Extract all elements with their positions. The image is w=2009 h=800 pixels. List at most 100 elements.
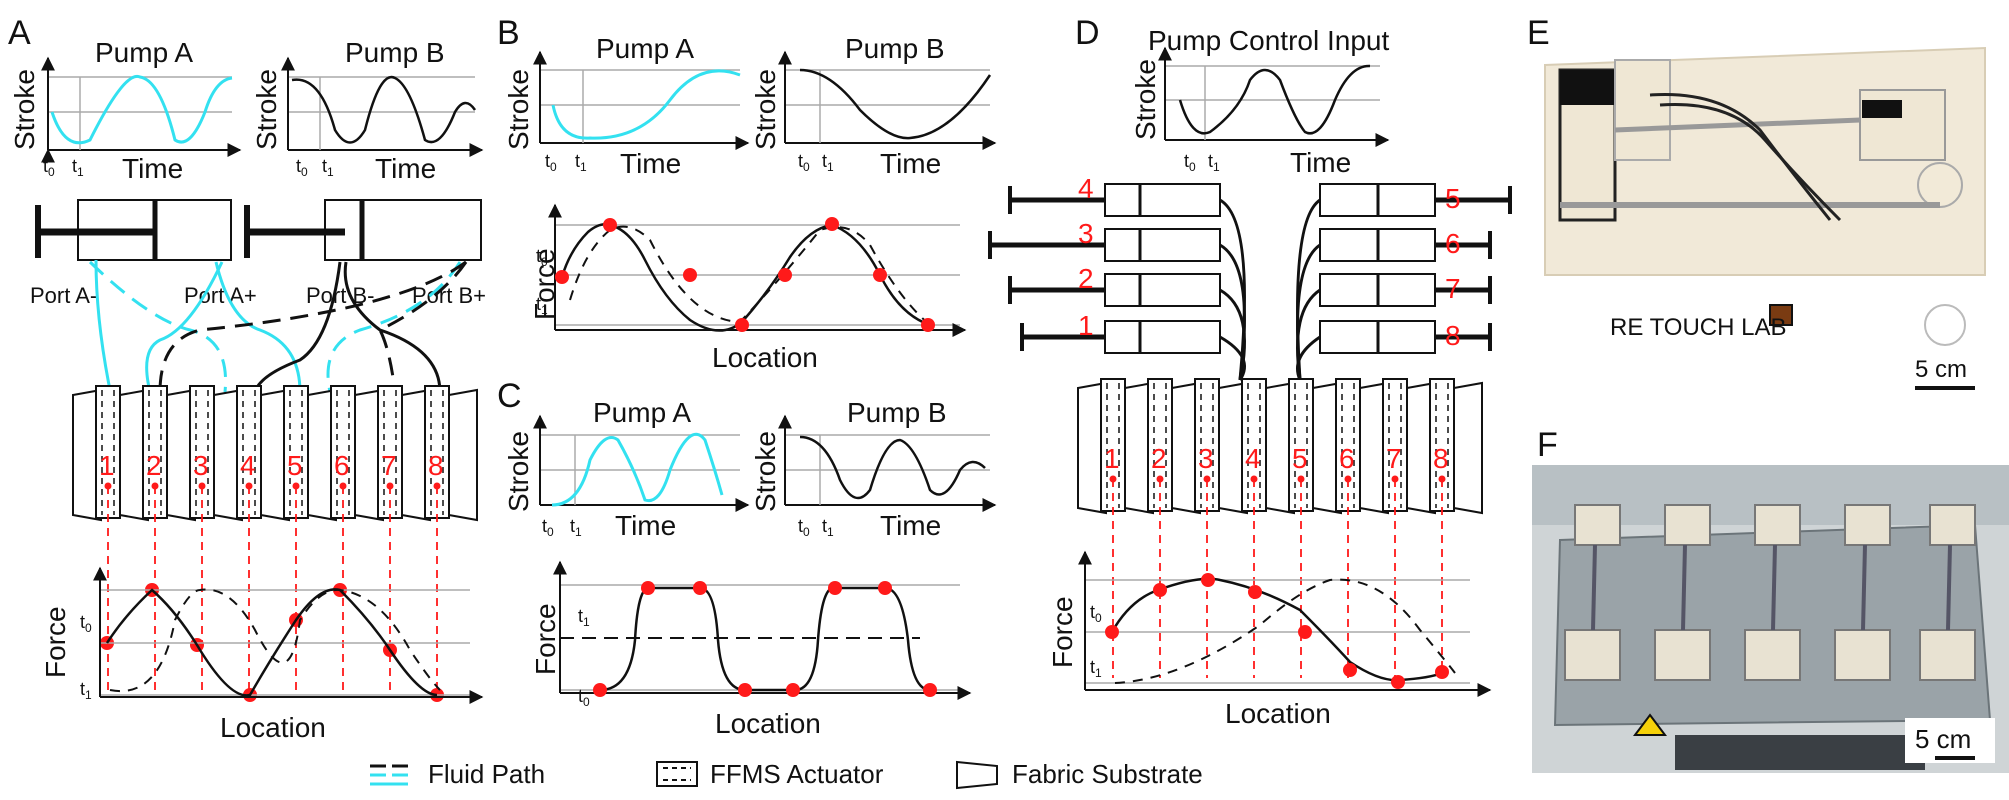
panel-d: Pump Control Input Stroke Time t0 t1 432…	[988, 25, 1512, 729]
panel-f-photo: 5 cm	[1532, 465, 2009, 773]
a-pump-b-title: Pump B	[345, 37, 445, 68]
a-time-label-b: Time	[375, 153, 436, 184]
panel-e-photo: RE TOUCH LAB 5 cm	[1530, 45, 1990, 390]
b-stroke-label: Stroke	[503, 69, 534, 150]
a-pump-a-title: Pump A	[95, 37, 193, 68]
d-fabric-0	[1077, 381, 1107, 515]
d-pump-label-7: 7	[1445, 273, 1461, 304]
d-ffms-3	[1194, 378, 1220, 512]
d-pump-label-3: 3	[1078, 218, 1094, 249]
svg-text:t0: t0	[1090, 602, 1102, 625]
legend-fluid-path: Fluid Path	[370, 759, 545, 789]
b-pump-b-title: Pump B	[845, 33, 945, 64]
d-actuator-label-8: 8	[1433, 443, 1449, 474]
d-pump-label-2: 2	[1078, 263, 1094, 294]
svg-text:t0: t0	[43, 156, 55, 179]
c-force-plot: Force Location t1 t0	[530, 560, 972, 739]
e-brand: RE TOUCH LAB	[1610, 314, 1787, 341]
a-ffms-3	[189, 385, 215, 519]
c-pump-b-title: Pump B	[847, 397, 947, 428]
a-pump-b-plot: Pump B Stroke Time t0 t1	[251, 37, 484, 184]
svg-text:t0: t0	[80, 612, 92, 635]
a-ffms-8	[424, 385, 450, 519]
d-ffms-2	[1147, 378, 1173, 512]
a-actuator-label-7: 7	[381, 450, 397, 481]
c-stroke-label-b: Stroke	[750, 431, 781, 512]
a-location-label: Location	[220, 712, 326, 743]
b-time-label: Time	[620, 148, 681, 179]
d-ffms-1	[1100, 378, 1126, 512]
f-module-top-2	[1754, 504, 1801, 546]
b-pump-a-title: Pump A	[596, 33, 694, 64]
svg-text:t1: t1	[322, 156, 334, 179]
panel-a: Pump A Stroke Time t0 t1 Pump B Stroke T…	[9, 37, 486, 743]
a-port-a-minus: Port A-	[30, 283, 97, 308]
a-time-label: Time	[122, 153, 183, 184]
svg-text:t0: t0	[296, 156, 308, 179]
d-pump-label-6: 6	[1445, 228, 1461, 259]
d-location-label: Location	[1225, 698, 1331, 729]
d-pump-label-5: 5	[1445, 183, 1461, 214]
e-scale-label: 5 cm	[1915, 356, 1967, 383]
d-actuator-label-5: 5	[1292, 443, 1308, 474]
d-pump-left-3	[1104, 228, 1221, 262]
a-actuator-label-4: 4	[240, 450, 256, 481]
a-actuator-label-2: 2	[146, 450, 162, 481]
d-ffms-5	[1288, 378, 1314, 512]
a-force-plot: Force Location t0 t1	[40, 566, 484, 743]
a-stroke-label-b: Stroke	[251, 69, 282, 150]
d-force-markers	[1105, 573, 1449, 689]
a-pump-b-syringe	[244, 199, 482, 261]
f-module-bottom-1	[1654, 629, 1711, 681]
f-pump-modules	[1564, 504, 1976, 681]
f-module-top-4	[1929, 504, 1976, 546]
b-time-label-b: Time	[880, 148, 941, 179]
svg-text:t1: t1	[822, 151, 834, 174]
d-actuator-label-4: 4	[1245, 443, 1261, 474]
d-pump-left-4	[1104, 183, 1221, 217]
svg-text:t1: t1	[575, 151, 587, 174]
a-ffms-1	[95, 385, 121, 519]
panel-label-d: D	[1075, 14, 1100, 52]
d-title: Pump Control Input	[1148, 25, 1389, 56]
legend-fabric-label: Fabric Substrate	[1012, 759, 1203, 789]
a-actuator-label-3: 3	[193, 450, 209, 481]
d-fabric-8	[1453, 381, 1483, 515]
legend: Fluid Path FFMS Actuator Fabric Substrat…	[370, 759, 1203, 790]
b-force-markers	[555, 217, 935, 332]
c-force-markers	[593, 581, 937, 697]
d-actuator-label-6: 6	[1339, 443, 1355, 474]
a-ffms-7	[377, 385, 403, 519]
a-pump-a-plot: Pump A Stroke Time t0 t1	[9, 37, 242, 184]
panel-label-b: B	[497, 14, 520, 52]
a-pump-a-syringe	[35, 199, 232, 261]
panel-label-f: F	[1537, 426, 1558, 464]
d-pump-label-8: 8	[1445, 320, 1461, 351]
d-actuator-label-1: 1	[1104, 443, 1120, 474]
f-module-top-3	[1844, 504, 1891, 546]
d-pump-label-1: 1	[1078, 310, 1094, 341]
a-stroke-label: Stroke	[9, 69, 40, 150]
b-force-label: Force	[529, 248, 560, 320]
svg-text:t1: t1	[72, 156, 84, 179]
a-actuator-label-5: 5	[287, 450, 303, 481]
f-module-bottom-4	[1919, 629, 1976, 681]
c-stroke-label: Stroke	[503, 431, 534, 512]
a-actuator-label-1: 1	[99, 450, 115, 481]
a-ffms-5	[283, 385, 309, 519]
svg-text:t1: t1	[578, 606, 590, 629]
d-pump-left-2	[1104, 273, 1221, 307]
panel-c: Pump A Stroke Time t0 t1 Pump B Stroke T…	[503, 397, 997, 739]
b-pump-b-plot: Pump B Stroke Time t0 t1	[750, 33, 997, 179]
panel-label-c: C	[497, 377, 522, 415]
legend-ffms-label: FFMS Actuator	[710, 759, 884, 789]
f-scale-label: 5 cm	[1915, 724, 1971, 754]
a-fabric-0	[72, 388, 102, 522]
d-pump-left-1	[1104, 320, 1221, 354]
svg-text:t0: t0	[1184, 151, 1196, 174]
b-location-label: Location	[712, 342, 818, 373]
svg-text:t0: t0	[545, 151, 557, 174]
svg-text:t0: t0	[542, 516, 554, 539]
